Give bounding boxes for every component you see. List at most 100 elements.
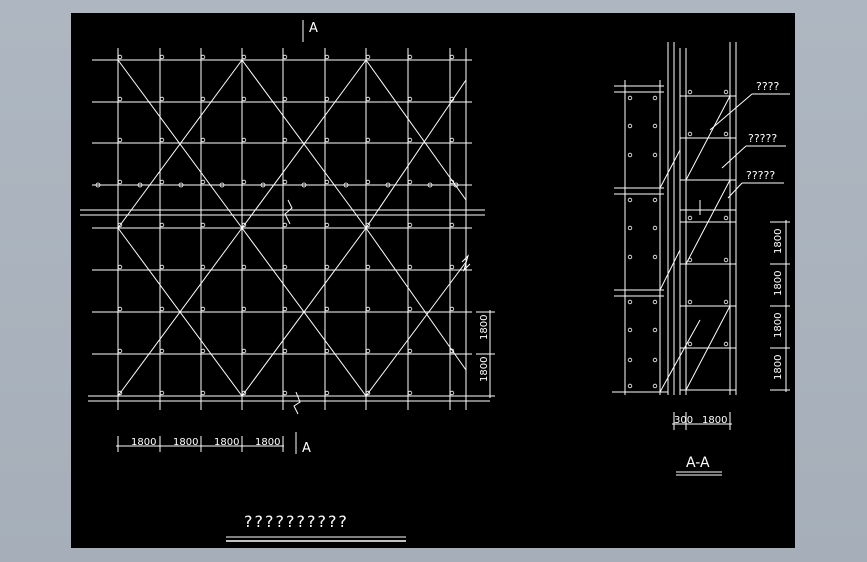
section-node [627, 357, 633, 363]
coupler-node [117, 264, 123, 270]
coupler-node [407, 348, 413, 354]
coupler-node [159, 96, 165, 102]
section-dimension-bottom [672, 412, 732, 430]
coupler-node [241, 306, 247, 312]
anchor-node [427, 182, 433, 188]
coupler-node [365, 179, 371, 185]
section-node [652, 254, 658, 260]
anchor-node [137, 182, 143, 188]
coupler-node [365, 54, 371, 60]
section-dim-v-3: 1800 [773, 313, 784, 338]
drawing-title: ?????????? [244, 512, 349, 531]
coupler-node [200, 390, 206, 396]
anchor-node [301, 182, 307, 188]
coupler-node [407, 179, 413, 185]
section-node [652, 299, 658, 305]
coupler-node [407, 306, 413, 312]
coupler-node [117, 96, 123, 102]
cross-brace [365, 227, 467, 371]
coupler-node [159, 390, 165, 396]
coupler-node [159, 306, 165, 312]
coupler-node [200, 222, 206, 228]
coupler-node [449, 137, 455, 143]
coupler-node [241, 390, 247, 396]
coupler-node [241, 96, 247, 102]
section-dim-bottom-1: 300 [674, 415, 693, 426]
coupler-node [200, 306, 206, 312]
section-node [723, 215, 729, 221]
coupler-node [200, 264, 206, 270]
coupler-node [365, 137, 371, 143]
section-dim-v-1: 1800 [773, 229, 784, 254]
coupler-node [159, 137, 165, 143]
section-node [687, 89, 693, 95]
section-leaders [709, 93, 790, 199]
coupler-node [407, 222, 413, 228]
anchor-node [343, 182, 349, 188]
coupler-node [449, 96, 455, 102]
anchor-node [95, 182, 101, 188]
section-node [627, 299, 633, 305]
section-node [627, 152, 633, 158]
anchor-node [385, 182, 391, 188]
section-node [652, 123, 658, 129]
section-node [627, 327, 633, 333]
section-node [687, 257, 693, 263]
section-node [652, 327, 658, 333]
coupler-node [241, 264, 247, 270]
section-node [723, 89, 729, 95]
section-node [723, 257, 729, 263]
section-node [652, 225, 658, 231]
section-node [723, 131, 729, 137]
dim-h-label-2: 1800 [173, 437, 198, 448]
section-scaffold-frame [612, 42, 737, 395]
coupler-node [324, 390, 330, 396]
anchor-node [219, 182, 225, 188]
section-label-1: ???? [756, 80, 780, 93]
coupler-node [324, 348, 330, 354]
cross-brace [241, 59, 367, 229]
dim-h-label-4: 1800 [255, 437, 280, 448]
coupler-node [200, 179, 206, 185]
coupler-node [365, 96, 371, 102]
coupler-node [449, 54, 455, 60]
elevation-dimension-vertical [476, 310, 495, 398]
coupler-node [159, 348, 165, 354]
coupler-node [282, 390, 288, 396]
coupler-node [117, 306, 123, 312]
section-node [627, 383, 633, 389]
section-node [723, 299, 729, 305]
coupler-node [159, 222, 165, 228]
coupler-node [282, 306, 288, 312]
coupler-node [241, 137, 247, 143]
coupler-node [117, 390, 123, 396]
coupler-node [200, 348, 206, 354]
coupler-node [365, 264, 371, 270]
coupler-node [449, 306, 455, 312]
section-label-2: ????? [748, 132, 777, 145]
elevation-dimension-horizontal [116, 436, 284, 452]
coupler-node [407, 264, 413, 270]
coupler-node [324, 54, 330, 60]
section-dim-v-4: 1800 [773, 355, 784, 380]
coupler-node [324, 264, 330, 270]
coupler-node [117, 222, 123, 228]
coupler-node [324, 96, 330, 102]
coupler-node [365, 348, 371, 354]
section-node [652, 357, 658, 363]
coupler-node [282, 96, 288, 102]
section-node [652, 197, 658, 203]
coupler-node [324, 137, 330, 143]
section-title: A-A [686, 455, 710, 471]
coupler-node [407, 137, 413, 143]
coupler-node [407, 96, 413, 102]
coupler-node [241, 222, 247, 228]
coupler-node [117, 137, 123, 143]
coupler-node [324, 306, 330, 312]
cross-brace [241, 227, 367, 397]
coupler-node [449, 179, 455, 185]
section-mark-top-label: A [309, 21, 318, 36]
dim-h-label-1: 1800 [131, 437, 156, 448]
section-node [627, 254, 633, 260]
